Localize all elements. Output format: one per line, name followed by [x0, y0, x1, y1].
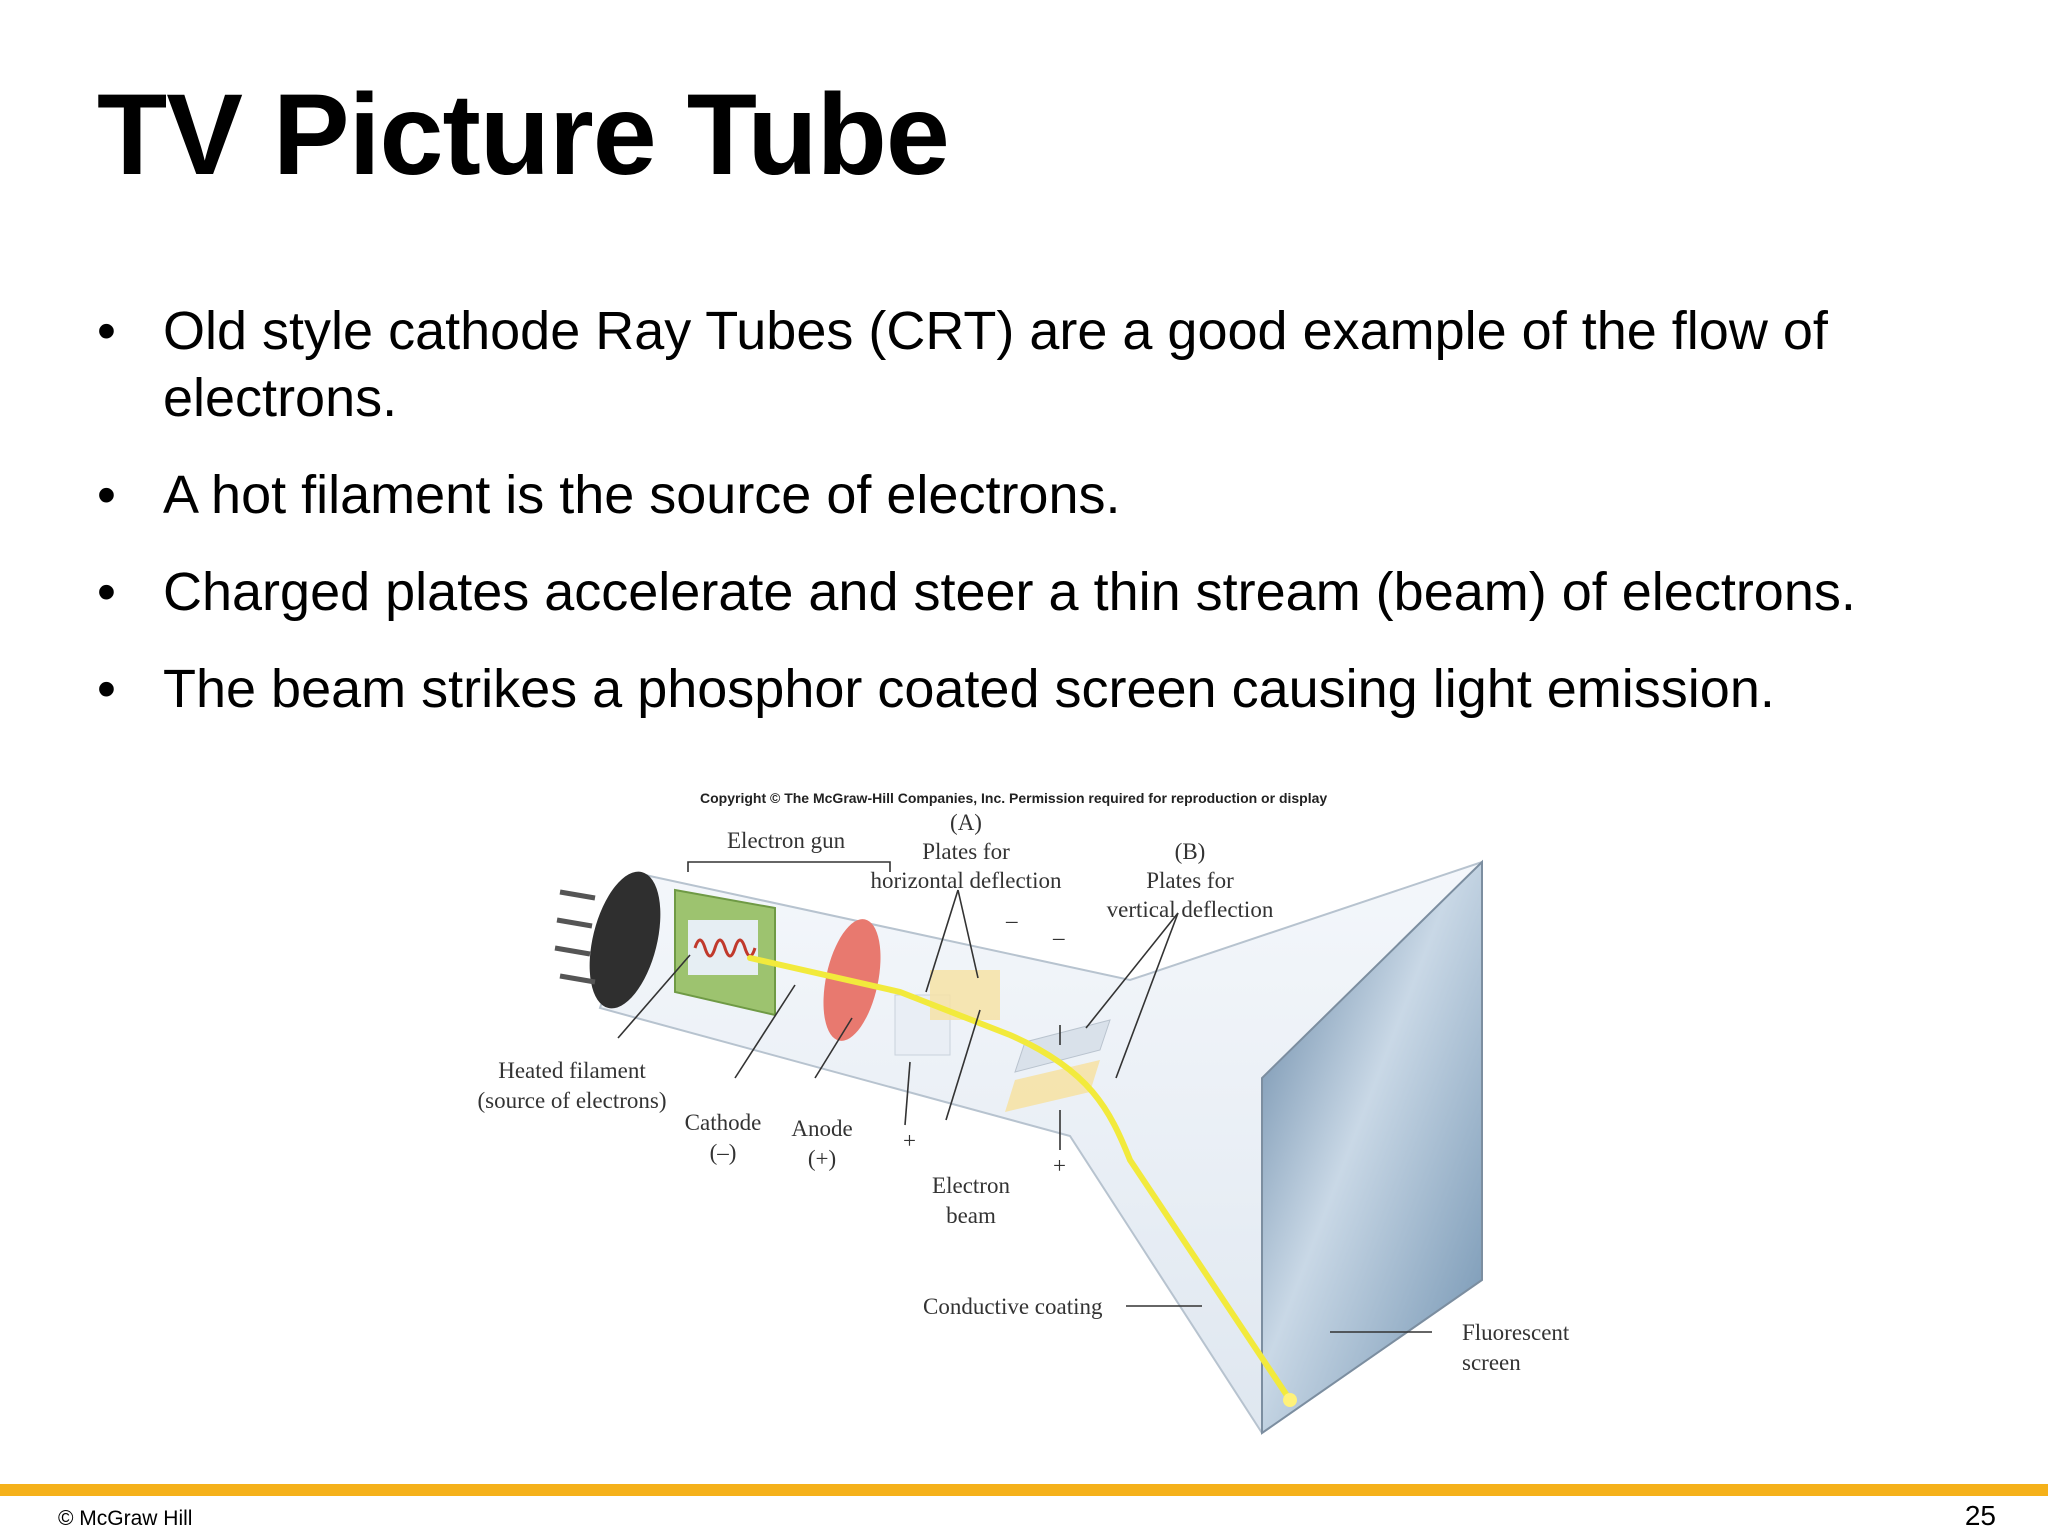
electron-gun-label: Electron gun — [727, 828, 846, 853]
pin — [559, 973, 596, 985]
cathode-interior — [688, 920, 758, 975]
filament-coil — [693, 938, 757, 958]
figure-copyright: Copyright © The McGraw-Hill Companies, I… — [700, 790, 1327, 806]
slide-title: TV Picture Tube — [97, 71, 950, 199]
bullet-text: Old style cathode Ray Tubes (CRT) are a … — [163, 301, 1828, 428]
plate-b-marker: (B) — [1175, 839, 1206, 864]
crt-diagram: Copyright © The McGraw-Hill Companies, I… — [477, 790, 1570, 1435]
filament-label-1: Heated filament — [498, 1058, 646, 1083]
footer-accent-bar — [0, 1484, 2048, 1496]
beam-label-2: beam — [946, 1203, 996, 1228]
bullet-item: • Old style cathode Ray Tubes (CRT) are … — [97, 298, 1997, 432]
fluorescent-screen — [1261, 859, 1483, 1435]
leader-lines — [617, 861, 1432, 1333]
anode-label-2: (+) — [808, 1146, 836, 1171]
vertical-plate — [1014, 1019, 1111, 1073]
pin — [556, 917, 593, 929]
beam-label-1: Electron — [932, 1173, 1010, 1198]
screen-label-1: Fluorescent — [1462, 1320, 1570, 1345]
screen-label-2: screen — [1462, 1350, 1521, 1375]
bullet-text: Charged plates accelerate and steer a th… — [163, 562, 1856, 622]
electron-beam — [747, 955, 1293, 1403]
beam-spot — [1283, 1393, 1297, 1407]
filament-label-2: (source of electrons) — [477, 1088, 666, 1113]
bullet-item: • The beam strikes a phosphor coated scr… — [97, 656, 1997, 723]
plate-a-label-2: horizontal deflection — [871, 868, 1062, 893]
bullet-item: • Charged plates accelerate and steer a … — [97, 559, 1997, 626]
bullet-item: • A hot filament is the source of electr… — [97, 462, 1997, 529]
pin — [559, 889, 596, 901]
plate-b-label-1: Plates for — [1146, 868, 1234, 893]
cathode-label-1: Cathode — [685, 1110, 762, 1135]
coating-label: Conductive coating — [923, 1294, 1103, 1319]
plate-b-minus: – — [1052, 925, 1065, 950]
plate-a-marker: (A) — [950, 810, 982, 835]
plate-a-label-1: Plates for — [922, 839, 1010, 864]
plate-b-label-2: vertical deflection — [1107, 897, 1274, 922]
bullet-text: The beam strikes a phosphor coated scree… — [163, 659, 1775, 719]
page-number: 25 — [1964, 1500, 1996, 1531]
plate-b-plus: + — [1053, 1153, 1066, 1178]
bullet-icon: • — [97, 659, 116, 719]
bullet-icon: • — [97, 562, 116, 622]
pin — [554, 945, 591, 957]
cathode-label-2: (–) — [710, 1140, 737, 1165]
bullet-icon: • — [97, 301, 116, 361]
anode-label-1: Anode — [791, 1116, 852, 1141]
plate-a-plus: + — [903, 1128, 916, 1153]
bullet-list: • Old style cathode Ray Tubes (CRT) are … — [97, 298, 1997, 753]
tube-base-cap — [589, 871, 661, 1009]
bullet-text: A hot filament is the source of electron… — [163, 465, 1121, 525]
horizontal-plate — [930, 970, 1000, 1020]
bullet-icon: • — [97, 465, 116, 525]
footer-copyright: © McGraw Hill — [58, 1507, 193, 1530]
plate-a-minus: – — [1005, 908, 1018, 933]
